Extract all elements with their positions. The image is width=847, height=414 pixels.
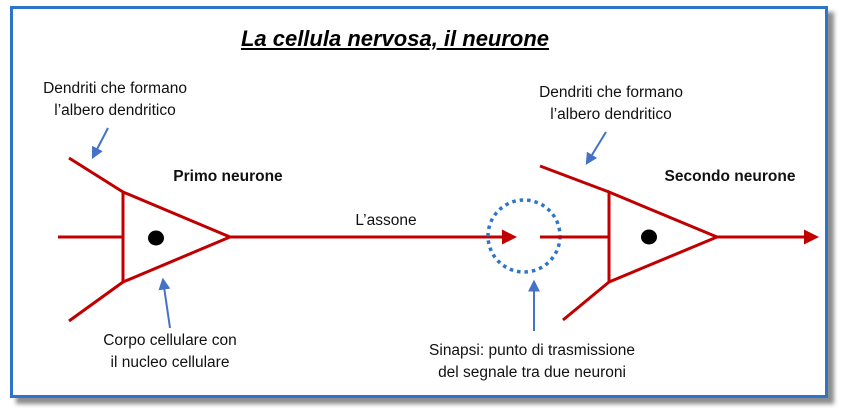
second-neuron-label: Secondo neurone <box>664 168 796 185</box>
first-neuron <box>58 156 517 323</box>
second-neuron-nucleus <box>641 229 657 245</box>
synapse-label: Sinapsi: punto di trasmissione del segna… <box>429 342 635 381</box>
first-neuron-cell-body <box>121 189 234 285</box>
first-neuron-nucleus <box>148 230 164 246</box>
first-neuron-dendrite-lower <box>68 280 124 323</box>
cell-body-label: Corpo cellulare con il nucleo cellulare <box>103 332 237 371</box>
dendrites-left-pointer <box>91 127 109 160</box>
first-neuron-dendrite-upper <box>68 156 124 194</box>
axon-label: L’assone <box>355 212 417 229</box>
second-neuron-dendrite-lower <box>562 280 610 322</box>
diagram-title: La cellula nervosa, il neurone <box>240 26 550 51</box>
first-neuron-label: Primo neurone <box>173 168 283 185</box>
second-neuron-cell-body <box>607 189 721 285</box>
dendrites-right-label: Dendriti che formano l’albero dendritico <box>539 84 683 123</box>
cell-body-pointer <box>158 277 171 329</box>
second-neuron-dendrite-upper <box>539 164 610 194</box>
second-neuron <box>539 164 819 322</box>
dendrites-left-label: Dendriti che formano l’albero dendritico <box>43 80 187 119</box>
dendrites-right-pointer <box>585 131 607 166</box>
